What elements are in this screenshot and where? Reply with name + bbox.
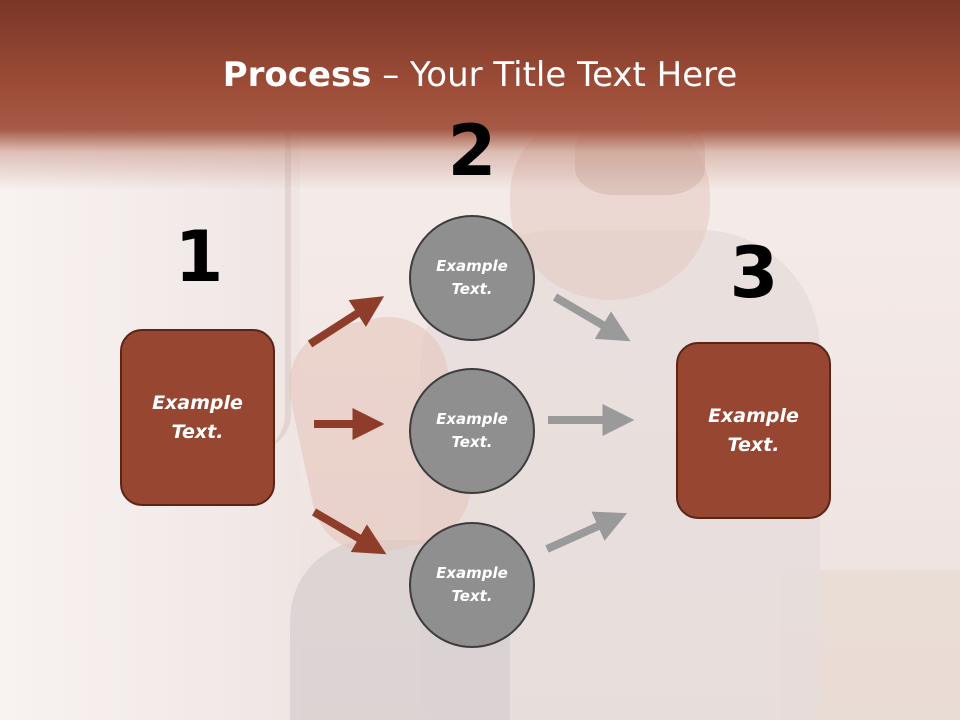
- arrow-1-to-circle-bottom: [311, 508, 387, 555]
- circle-top[interactable]: Example Text.: [409, 215, 535, 341]
- title-bold: Process: [222, 55, 372, 95]
- circle-bottom[interactable]: Example Text.: [409, 522, 535, 648]
- title-banner: [0, 0, 960, 190]
- arrow-circle-top-to-3: [552, 293, 631, 342]
- step-number-3: 3: [729, 232, 779, 314]
- background-pipe: [255, 130, 291, 450]
- circle-middle-text-line2: Text.: [451, 433, 493, 451]
- arrow-1-to-circle-top: [307, 296, 385, 348]
- step-1-box[interactable]: Example Text.: [120, 329, 275, 506]
- circle-top-text-line2: Text.: [451, 280, 493, 298]
- arrow-circle-bottom-to-3: [545, 511, 628, 553]
- title-rest: – Your Title Text Here: [371, 55, 738, 95]
- circle-top-text-line1: Example: [436, 257, 508, 275]
- circle-bottom-text-line2: Text.: [451, 587, 493, 605]
- step-3-box[interactable]: Example Text.: [676, 342, 831, 519]
- step-number-1: 1: [174, 216, 224, 298]
- step-3-text-line1: Example: [708, 404, 799, 427]
- step-3-text-line2: Text.: [727, 433, 780, 456]
- slide-title[interactable]: Process – Your Title Text Here: [0, 52, 960, 98]
- step-1-text-line1: Example: [152, 391, 243, 414]
- step-number-2: 2: [447, 110, 497, 192]
- circle-bottom-text-line1: Example: [436, 564, 508, 582]
- circle-middle[interactable]: Example Text.: [409, 368, 535, 494]
- step-1-text-line2: Text.: [171, 420, 224, 443]
- circle-middle-text-line1: Example: [436, 410, 508, 428]
